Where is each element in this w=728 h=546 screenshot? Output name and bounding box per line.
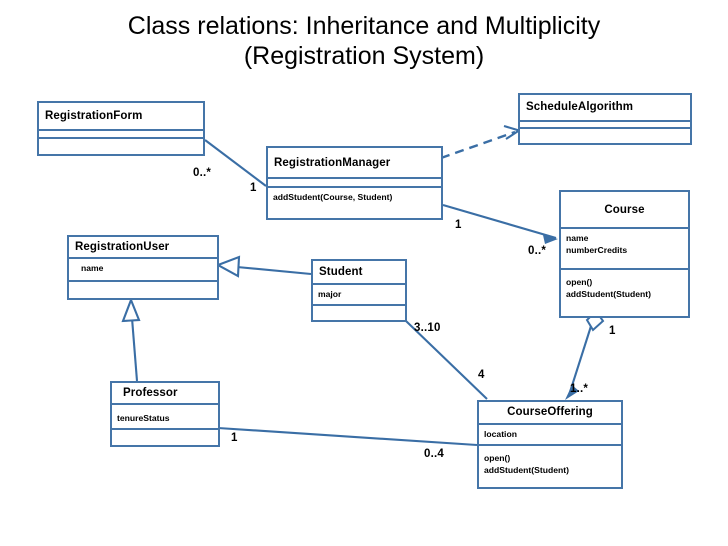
edge-professor-courseoffering xyxy=(217,426,478,447)
class-box-registrationuser[interactable]: RegistrationUser name xyxy=(67,235,219,300)
class-name-registrationmanager: RegistrationManager xyxy=(268,148,441,179)
class-operations-student xyxy=(313,306,405,320)
class-operations-registrationmanager: addStudent(Course, Student) xyxy=(268,188,441,218)
class-operations-schedulealgorithm xyxy=(520,128,690,143)
class-box-registrationmanager[interactable]: RegistrationManager addStudent(Course, S… xyxy=(266,146,443,220)
class-name-course: Course xyxy=(561,192,688,229)
page-title: Class relations: Inheritance and Multipl… xyxy=(40,12,688,71)
multiplicity-manager-course-target: 0..* xyxy=(528,245,547,257)
class-operations-professor xyxy=(112,430,218,446)
attribute-name: name xyxy=(81,262,104,273)
title-line-2: (Registration System) xyxy=(243,41,485,70)
class-name-professor: Professor xyxy=(112,383,218,406)
class-box-courseoffering[interactable]: CourseOffering location open() addStuden… xyxy=(477,400,623,489)
class-operations-course: open() addStudent(Student) xyxy=(561,270,688,316)
edge-registrationmanager-course xyxy=(442,203,558,244)
class-attributes-courseoffering: location xyxy=(479,424,621,446)
class-box-student[interactable]: Student major xyxy=(311,259,407,322)
class-operations-courseoffering: open() addStudent(Student) xyxy=(479,445,621,488)
class-attributes-professor: tenureStatus xyxy=(112,405,218,431)
attribute-location: location xyxy=(484,428,517,439)
attribute-major: major xyxy=(318,289,342,300)
multiplicity-professor-offering-target: 0..4 xyxy=(424,448,444,460)
multiplicity-form-manager-source: 0..* xyxy=(193,167,212,179)
class-name-registrationform: RegistrationForm xyxy=(39,103,203,131)
operation-addstudent-student: addStudent(Student) xyxy=(566,289,651,300)
class-operations-registrationform xyxy=(39,138,203,154)
multiplicity-manager-course-source: 1 xyxy=(455,219,462,231)
edge-student-registrationuser xyxy=(215,255,312,278)
operation-open: open() xyxy=(484,452,511,463)
class-attributes-schedulealgorithm xyxy=(520,121,690,129)
multiplicity-form-manager-target: 1 xyxy=(250,182,257,194)
class-attributes-registrationform xyxy=(39,130,203,139)
attribute-numbercredits: numberCredits xyxy=(566,245,628,256)
class-box-professor[interactable]: Professor tenureStatus xyxy=(110,381,220,447)
class-box-registrationform[interactable]: RegistrationForm xyxy=(37,101,205,156)
class-name-schedulealgorithm: ScheduleAlgorithm xyxy=(520,95,690,122)
class-attributes-student: major xyxy=(313,285,405,307)
class-name-registrationuser: RegistrationUser xyxy=(69,237,217,259)
multiplicity-course-offering-source: 1 xyxy=(609,325,616,337)
operation-addstudent-student: addStudent(Student) xyxy=(484,465,569,476)
title-line-1: Class relations: Inheritance and Multipl… xyxy=(127,12,601,40)
edge-student-courseoffering xyxy=(405,320,488,400)
class-attributes-course: name numberCredits xyxy=(561,229,688,270)
multiplicity-course-offering-target: 1..* xyxy=(570,383,589,395)
edge-professor-registrationuser xyxy=(121,297,141,382)
attribute-name: name xyxy=(566,233,589,243)
multiplicity-professor-offering-source: 1 xyxy=(231,432,238,444)
class-box-schedulealgorithm[interactable]: ScheduleAlgorithm xyxy=(518,93,692,145)
operation-open: open() xyxy=(566,277,593,287)
operation-addstudent-course-student: addStudent(Course, Student) xyxy=(273,192,393,202)
multiplicity-student-offering-source: 3..10 xyxy=(414,322,441,334)
multiplicity-student-offering-target: 4 xyxy=(478,369,485,381)
class-name-student: Student xyxy=(313,261,405,286)
class-operations-registrationuser xyxy=(69,282,217,298)
edge-registrationmanager-schedulealgorithm xyxy=(440,124,522,160)
class-attributes-registrationmanager xyxy=(268,179,441,188)
class-box-course[interactable]: Course name numberCredits open() addStud… xyxy=(559,190,690,318)
edge-registrationform-registrationmanager xyxy=(204,139,267,187)
class-attributes-registrationuser: name xyxy=(69,258,217,283)
class-name-courseoffering: CourseOffering xyxy=(479,402,621,425)
attribute-tenurestatus: tenureStatus xyxy=(117,413,170,424)
